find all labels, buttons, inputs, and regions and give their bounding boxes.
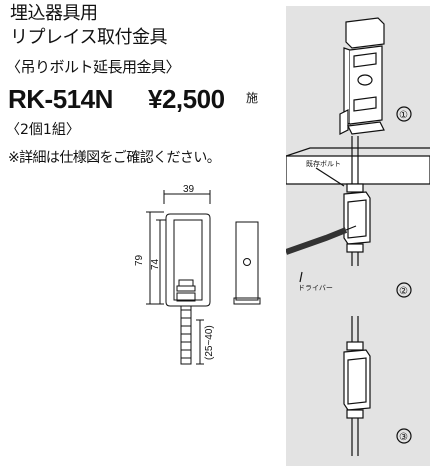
dim-bolt-range: (25~40) [204,325,215,360]
label-existing-bolt: 既存ボルト [306,159,341,168]
model-number: RK-514N [8,84,113,114]
product-title-line2: リプレイス取付金具 [10,27,167,48]
step-number-1: ① [399,110,408,121]
step-number-2: ② [399,286,408,297]
step-number-3: ③ [399,432,408,443]
dimension-drawing: 39 79 74 (25~40) [134,184,261,365]
set-info: 〈2個1組〉 [6,122,80,138]
dim-width: 39 [183,184,195,195]
dim-height-inner: 74 [150,258,161,270]
spec-note: ※詳細は仕様図をご確認ください。 [8,150,221,166]
product-subtitle: 〈吊りボルト延長用金具〉 [6,58,181,76]
installation-steps-panel: 既存ボルト ドライバー ① ② ③ [285,6,431,466]
price-badge: 施 [246,91,259,105]
label-driver: ドライバー [298,284,333,292]
product-title-line1: 埋込器具用 [10,3,98,24]
dim-height-outer: 79 [134,254,145,266]
installation-illustration: 既存ボルト ドライバー ① ② ③ [285,17,431,456]
price: ¥2,500 [148,84,225,114]
